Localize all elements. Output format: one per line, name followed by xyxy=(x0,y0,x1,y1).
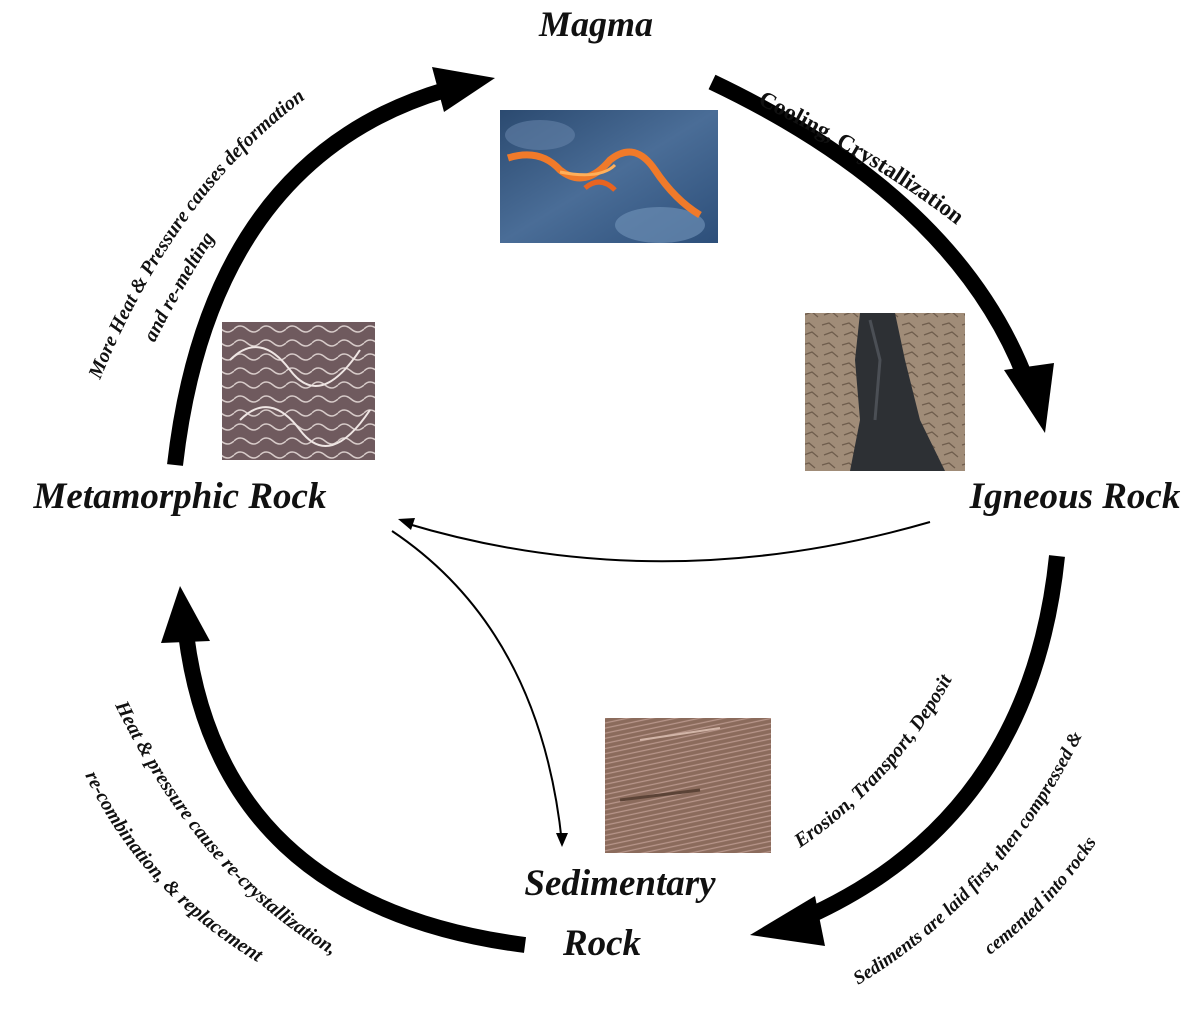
sedimentary-rock-label: Rock xyxy=(562,923,642,964)
magma-image xyxy=(500,110,718,243)
sedimentary-rock-image xyxy=(605,718,771,853)
sedimentary-label: Sedimentary xyxy=(524,863,716,904)
arrow-igneous-to-metamorphic-thin xyxy=(398,518,930,561)
metamorphic-rock-image xyxy=(222,322,375,460)
arrow-metamorphic-to-sedimentary-thin xyxy=(392,531,568,847)
arrow-sedimentary-to-metamorphic xyxy=(161,586,525,945)
metamorphic-rock-label: Metamorphic Rock xyxy=(33,476,327,517)
igneous-rock-image xyxy=(805,313,965,471)
magma-label: Magma xyxy=(538,4,653,44)
igneous-rock-label: Igneous Rock xyxy=(969,476,1181,517)
cooling-crystallization-label: Cooling, Crystallization xyxy=(755,86,969,229)
